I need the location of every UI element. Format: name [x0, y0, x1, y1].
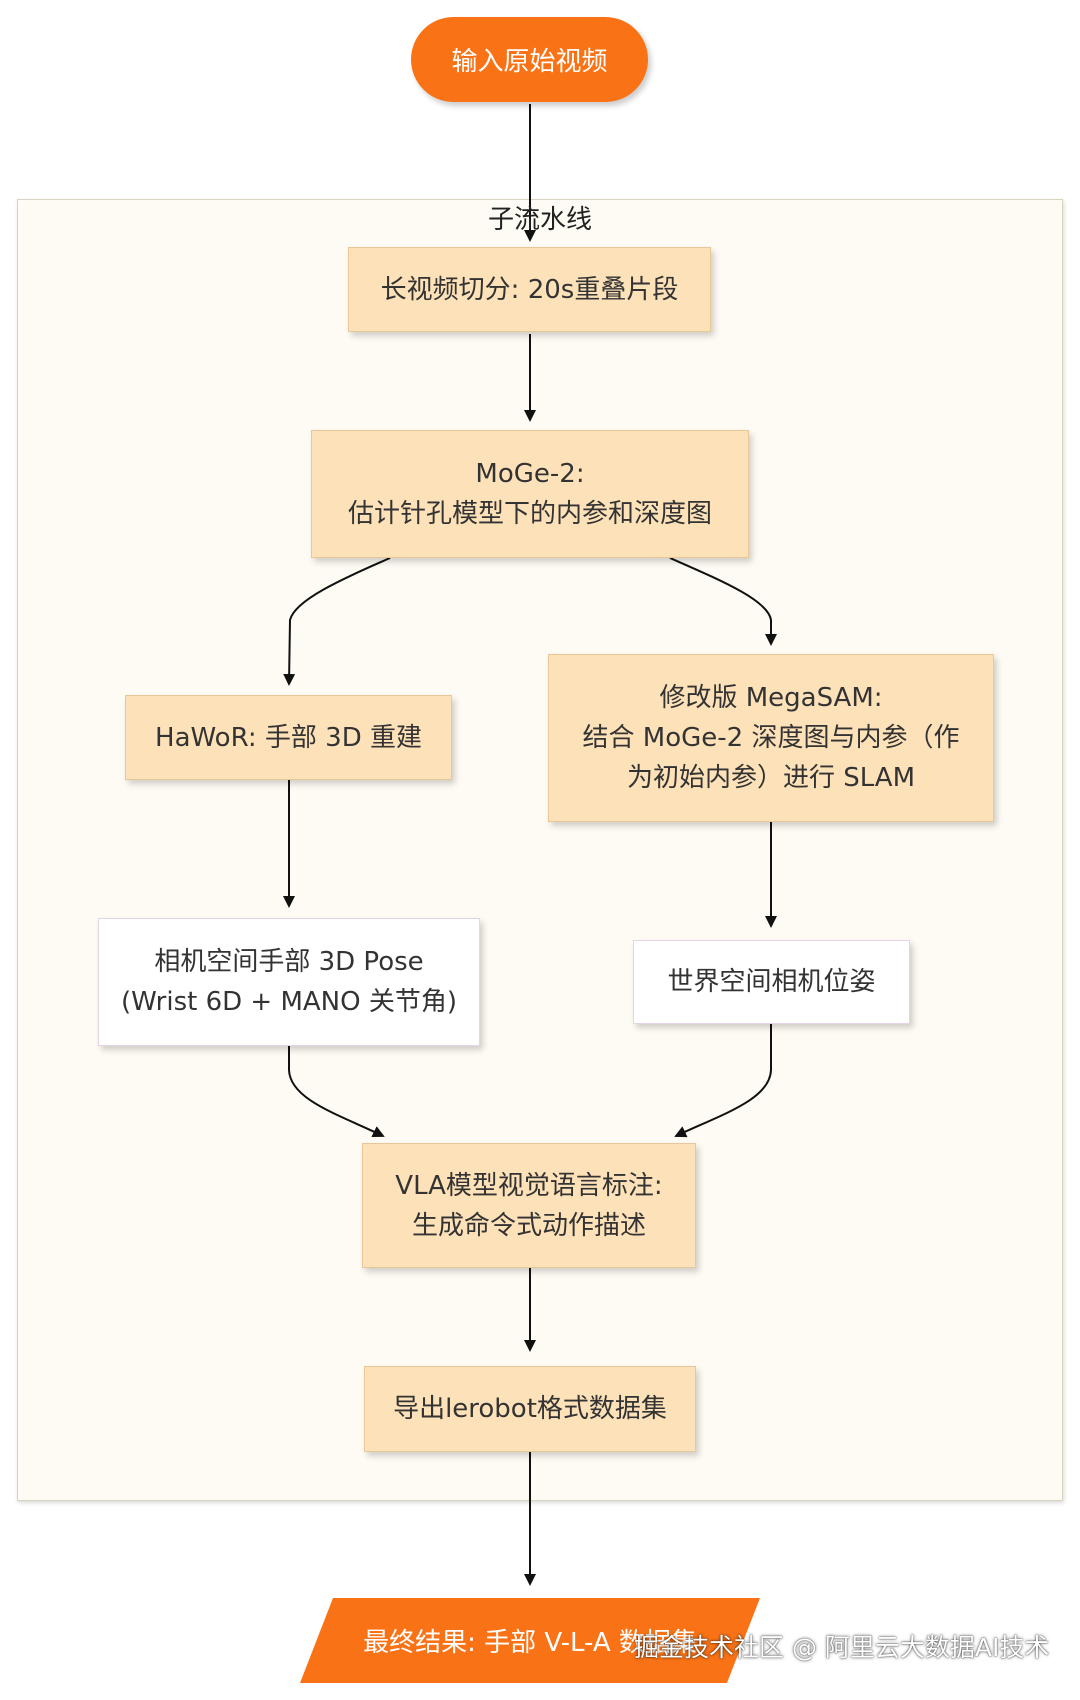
subgraph-title: 子流水线	[487, 205, 592, 235]
megasam-label-line3: 为初始内参）进行 SLAM	[626, 763, 916, 793]
handpose-node: 相机空间手部 3D Pose (Wrist 6D + MANO 关节角)	[98, 918, 480, 1046]
export-label: 导出lerobot格式数据集	[393, 1394, 667, 1424]
camera-pose-node: 世界空间相机位姿	[633, 940, 910, 1024]
edge-moge-to-hawor	[283, 557, 391, 686]
subgraph-container	[17, 199, 1063, 1501]
export-node: 导出lerobot格式数据集	[364, 1366, 696, 1452]
edge-camera-to-vla	[674, 1024, 772, 1138]
vla-node: VLA模型视觉语言标注: 生成命令式动作描述	[362, 1143, 696, 1268]
camera-pose-label: 世界空间相机位姿	[667, 967, 876, 997]
handpose-label-line2: (Wrist 6D + MANO 关节角)	[120, 987, 458, 1017]
split-node: 长视频切分: 20s重叠片段	[348, 247, 711, 332]
megasam-label-line1: 修改版 MegaSAM:	[659, 683, 883, 713]
megasam-label-line2: 结合 MoGe-2 深度图与内参（作	[582, 723, 960, 753]
edge-handpose-to-vla	[288, 1046, 385, 1138]
vla-label-line1: VLA模型视觉语言标注:	[395, 1170, 663, 1201]
watermark: 掘金技术社区 @ 阿里云大数据AI技术	[634, 1633, 1050, 1662]
megasam-node: 修改版 MegaSAM: 结合 MoGe-2 深度图与内参（作 为初始内参）进行…	[548, 654, 994, 822]
moge-label-line2: 估计针孔模型下的内参和深度图	[347, 499, 712, 529]
split-label: 长视频切分: 20s重叠片段	[380, 274, 679, 305]
edge-moge-to-megasam	[669, 557, 777, 646]
final-parallelogram	[300, 1598, 760, 1683]
moge-label-line1: MoGe-2:	[475, 459, 585, 489]
moge-node: MoGe-2: 估计针孔模型下的内参和深度图	[311, 430, 749, 558]
hawor-node: HaWoR: 手部 3D 重建	[125, 695, 452, 780]
handpose-label-line1: 相机空间手部 3D Pose	[154, 947, 424, 977]
start-node: 输入原始视频	[411, 17, 648, 102]
final-label: 最终结果: 手部 V-L-A 数据集	[363, 1628, 697, 1658]
hawor-label: HaWoR: 手部 3D 重建	[155, 722, 422, 753]
vla-label-line2: 生成命令式动作描述	[411, 1210, 646, 1241]
final-node: 最终结果: 手部 V-L-A 数据集	[300, 1598, 760, 1683]
start-label: 输入原始视频	[451, 47, 608, 77]
